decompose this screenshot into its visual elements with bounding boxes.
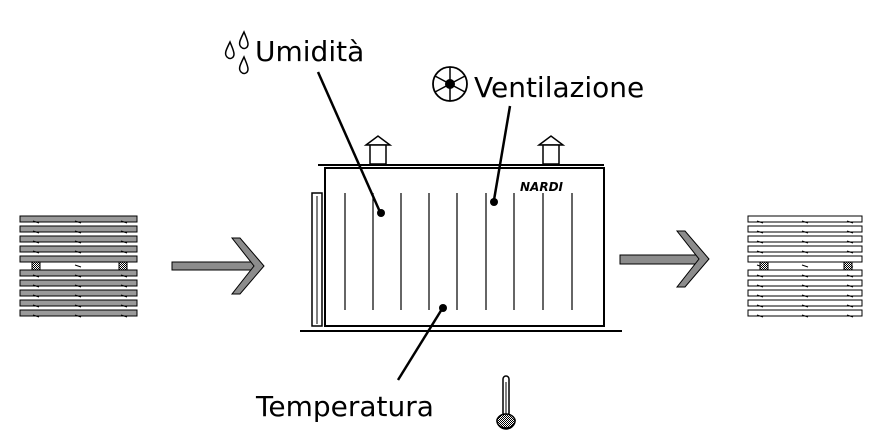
lumber-board [19, 269, 138, 277]
sticker-mark [801, 230, 809, 234]
lumber-board [19, 235, 138, 243]
sticker-mark [120, 220, 128, 224]
lumber-board [19, 225, 138, 233]
fan-icon [432, 66, 468, 102]
lumber-board [19, 309, 138, 317]
sticker-mark [756, 250, 764, 254]
sticker-mark [74, 294, 82, 298]
input-arrow [171, 237, 265, 295]
sticker-mark [120, 274, 128, 278]
humidity-label: Umidità [255, 35, 364, 68]
sticker-mark [846, 240, 854, 244]
chimney-left [363, 135, 393, 165]
lumber-board [747, 269, 863, 277]
sticker-mark [846, 304, 854, 308]
thermometer-icon [496, 375, 516, 430]
sticker-mark [801, 304, 809, 308]
spacer-block [118, 261, 128, 271]
output-arrow [619, 230, 710, 288]
kiln-inner-lines [344, 193, 573, 310]
sticker-mark [756, 304, 764, 308]
sticker-mark [32, 230, 40, 234]
sticker-mark [801, 250, 809, 254]
lumber-board [747, 279, 863, 287]
sticker-mark [756, 284, 764, 288]
lumber-board [747, 299, 863, 307]
lumber-board [747, 245, 863, 253]
sticker-mark [846, 314, 854, 318]
lumber-board [19, 279, 138, 287]
sticker-mark [74, 284, 82, 288]
lumber-board [19, 245, 138, 253]
sticker-mark [120, 240, 128, 244]
lumber-board [19, 215, 138, 223]
lumber-board [19, 299, 138, 307]
sticker-mark [74, 274, 82, 278]
sticker-mark [120, 294, 128, 298]
sticker-mark [801, 264, 809, 268]
sticker-mark [846, 230, 854, 234]
sticker-mark [120, 250, 128, 254]
sticker-mark [32, 294, 40, 298]
sticker-mark [32, 304, 40, 308]
sticker-mark [756, 314, 764, 318]
ventilation-label: Ventilazione [474, 71, 644, 104]
lumber-board [747, 255, 863, 263]
lumber-board [747, 215, 863, 223]
sticker-mark [74, 220, 82, 224]
sticker-mark [74, 230, 82, 234]
sticker-mark [846, 284, 854, 288]
sticker-mark [846, 294, 854, 298]
spacer-block [759, 261, 769, 271]
lumber-board [747, 309, 863, 317]
sticker-mark [32, 220, 40, 224]
sticker-mark [32, 250, 40, 254]
sticker-mark [32, 274, 40, 278]
sticker-mark [74, 264, 82, 268]
lumber-board [747, 225, 863, 233]
lumber-board [747, 289, 863, 297]
sticker-mark [120, 314, 128, 318]
raw-lumber-stack [19, 215, 138, 318]
sticker-mark [801, 220, 809, 224]
sticker-mark [74, 314, 82, 318]
drying-kiln: NARDI [300, 135, 622, 332]
temperature-label: Temperatura [255, 390, 434, 423]
sticker-mark [801, 294, 809, 298]
sticker-mark [846, 250, 854, 254]
spacer-block [843, 261, 853, 271]
sticker-mark [120, 304, 128, 308]
sticker-mark [801, 274, 809, 278]
water-drops-icon [224, 30, 249, 75]
lumber-board [19, 289, 138, 297]
sticker-mark [756, 230, 764, 234]
sticker-mark [32, 284, 40, 288]
sticker-mark [846, 274, 854, 278]
sticker-mark [120, 284, 128, 288]
sticker-mark [32, 314, 40, 318]
sticker-mark [801, 240, 809, 244]
sticker-mark [846, 220, 854, 224]
brand-label: NARDI [520, 180, 564, 194]
lumber-board [747, 235, 863, 243]
sticker-mark [801, 284, 809, 288]
sticker-mark [74, 304, 82, 308]
ventilation-pointer [492, 105, 512, 201]
dried-lumber-stack [747, 215, 863, 318]
sticker-mark [74, 240, 82, 244]
lumber-board [19, 255, 138, 263]
sticker-mark [32, 240, 40, 244]
sticker-mark [756, 294, 764, 298]
spacer-block [31, 261, 41, 271]
sticker-mark [756, 274, 764, 278]
temperature-pointer [396, 308, 444, 381]
chimney-right [536, 135, 566, 165]
sticker-mark [756, 240, 764, 244]
sticker-mark [74, 250, 82, 254]
sticker-mark [756, 220, 764, 224]
sticker-mark [120, 230, 128, 234]
humidity-pointer [316, 71, 382, 213]
sticker-mark [801, 314, 809, 318]
